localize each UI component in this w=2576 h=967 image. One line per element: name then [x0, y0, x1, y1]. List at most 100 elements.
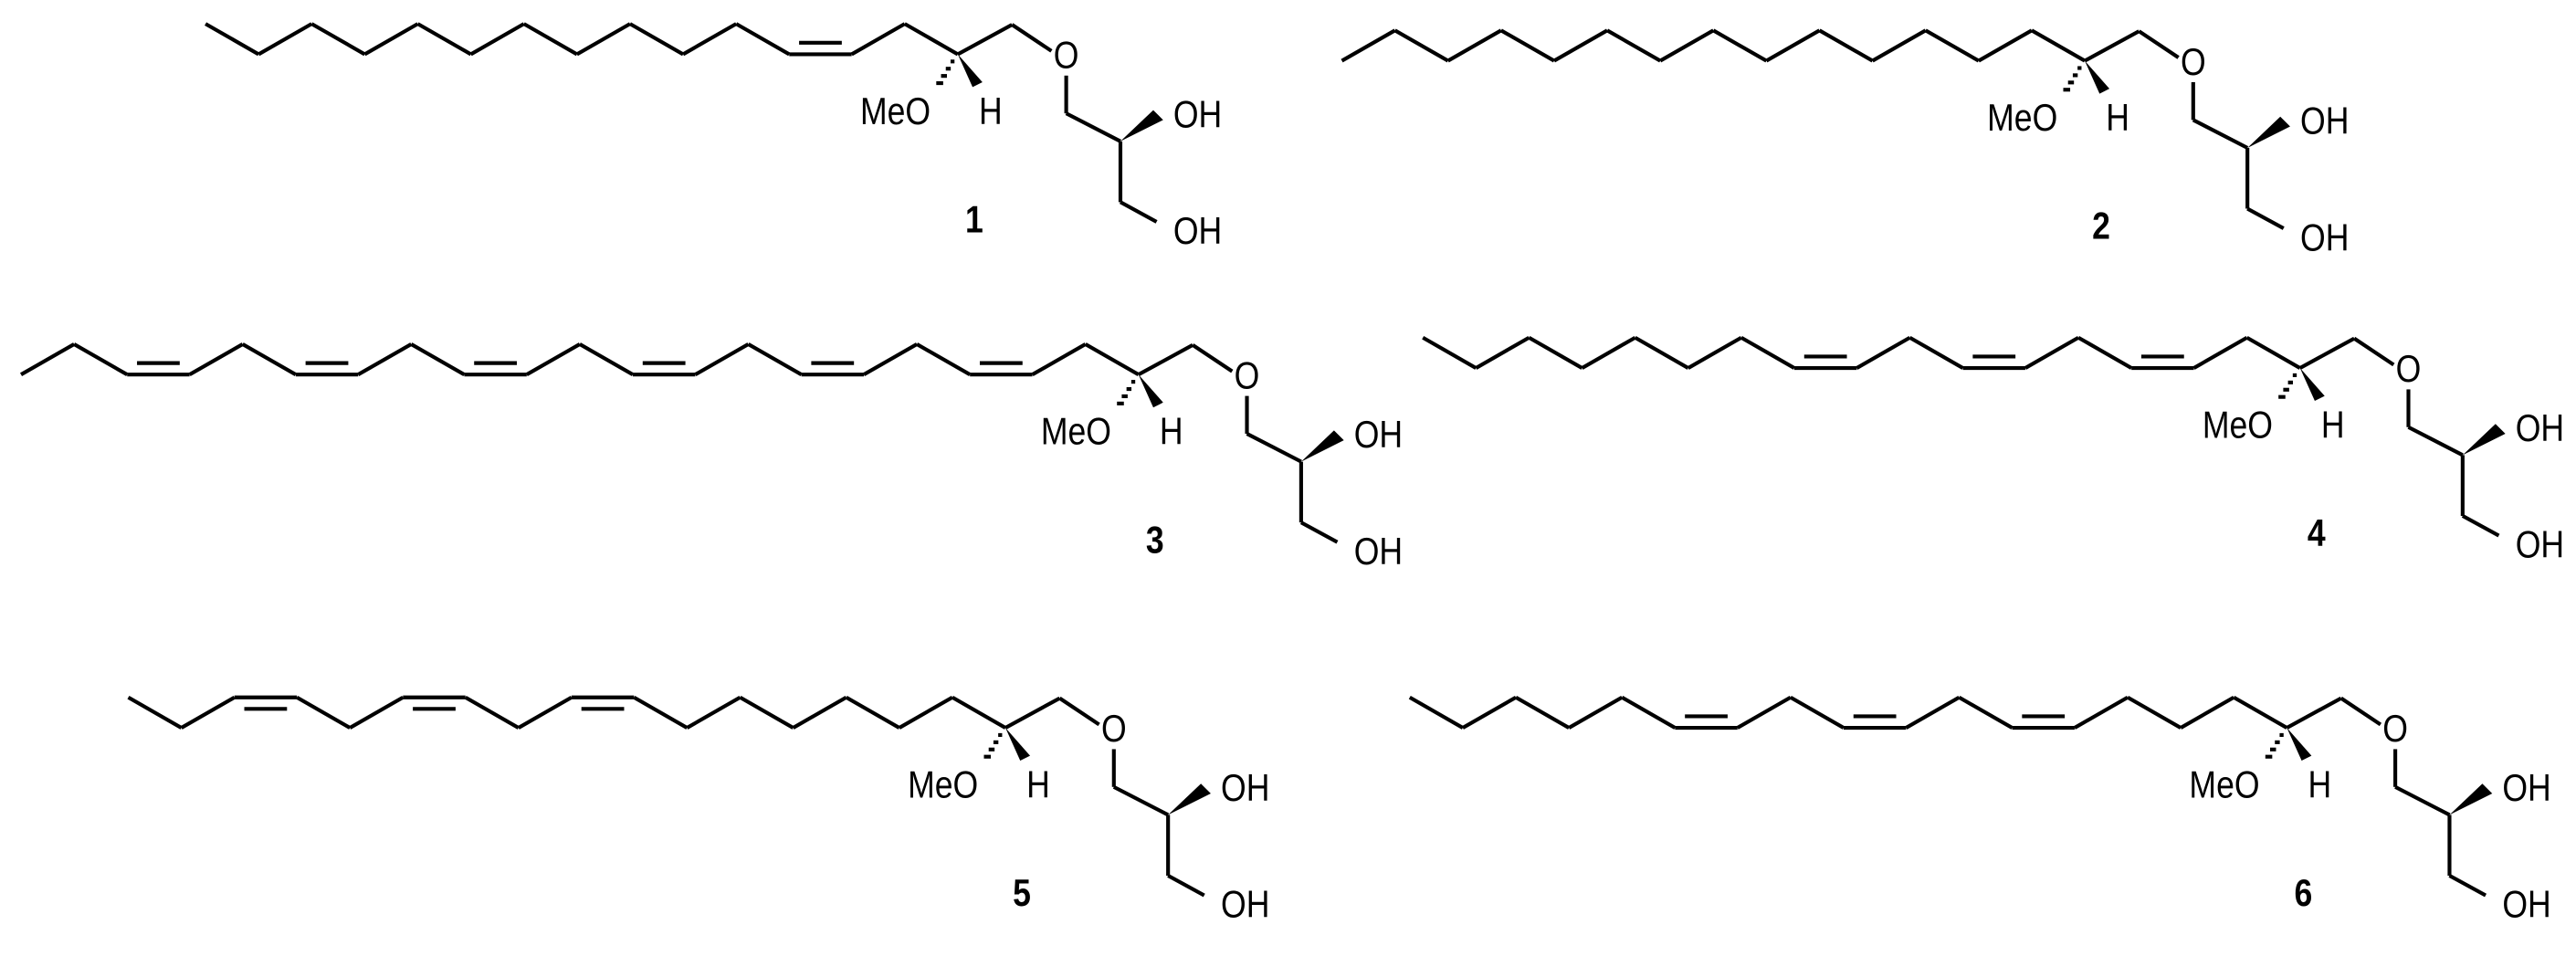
single-bond — [1084, 342, 1140, 377]
single-bond — [903, 22, 959, 57]
single-bond — [1499, 28, 1555, 63]
single-bond — [1871, 28, 1927, 63]
single-bond — [363, 22, 419, 57]
compound-number: 1 — [965, 199, 983, 241]
wedge-bond — [1300, 430, 1344, 462]
single-bond — [1977, 28, 2033, 63]
single-bond — [73, 342, 129, 377]
single-bond — [464, 695, 520, 730]
single-bond — [1031, 342, 1087, 377]
single-bond — [2138, 29, 2180, 59]
single-bond — [296, 695, 352, 730]
single-bond — [2180, 695, 2235, 730]
wedge-bond — [2085, 60, 2110, 94]
hydroxyl-label: OH — [1221, 884, 1269, 926]
single-bond — [410, 342, 466, 377]
methoxy-label: MeO — [908, 764, 978, 806]
single-bond — [1581, 335, 1636, 370]
wedge-bond — [2449, 783, 2493, 815]
wedge-bond — [2299, 368, 2325, 402]
single-bond — [2077, 335, 2133, 370]
single-bond — [1120, 200, 1158, 224]
single-bond — [951, 695, 1007, 730]
single-bond — [2245, 335, 2301, 370]
single-bond — [747, 342, 803, 377]
compound-number: 4 — [2308, 513, 2326, 555]
hydrogen-label: H — [2308, 764, 2331, 806]
single-bond — [20, 342, 76, 377]
single-bond — [2024, 335, 2080, 370]
single-bond — [1515, 695, 1571, 730]
single-bond — [241, 342, 297, 377]
methoxy-label: MeO — [1041, 411, 1111, 453]
wedge-bond — [2287, 728, 2312, 762]
single-bond — [2461, 514, 2500, 538]
methoxy-label: MeO — [2203, 405, 2273, 447]
single-bond — [735, 22, 791, 57]
single-bond — [2192, 118, 2249, 150]
single-bond — [2352, 336, 2395, 367]
single-bond — [1341, 28, 1396, 63]
single-bond — [1765, 28, 1821, 63]
single-bond — [1112, 784, 1170, 817]
hydroxyl-label: OH — [2502, 884, 2550, 926]
hydrogen-label: H — [2321, 405, 2345, 447]
single-bond — [2448, 874, 2487, 898]
single-bond — [517, 695, 573, 730]
single-bond — [522, 22, 578, 57]
ether-oxygen-label: O — [1054, 35, 1079, 77]
single-bond — [2298, 336, 2356, 370]
single-bond — [1422, 335, 1477, 370]
single-bond — [188, 342, 244, 377]
single-bond — [1167, 874, 1205, 898]
single-bond — [686, 695, 741, 730]
hydrogen-label: H — [1160, 411, 1183, 453]
ether-oxygen-label: O — [2396, 349, 2422, 391]
single-bond — [862, 342, 919, 377]
single-bond — [1192, 343, 1234, 373]
single-bond — [416, 22, 472, 57]
ether-oxygen-label: O — [2181, 41, 2206, 83]
methoxy-label: MeO — [860, 90, 931, 132]
single-bond — [1552, 28, 1609, 63]
hydroxyl-label: OH — [1221, 768, 1269, 810]
single-bond — [469, 22, 525, 57]
wedge-bond — [957, 54, 983, 88]
wedge-bond — [2247, 116, 2290, 148]
single-bond — [2233, 695, 2288, 730]
single-bond — [2030, 28, 2087, 63]
single-bond — [127, 695, 183, 730]
single-bond — [1687, 335, 1742, 370]
single-bond — [1789, 695, 1845, 730]
compound-number: 3 — [1146, 520, 1164, 562]
single-bond — [1924, 28, 1980, 63]
single-bond — [578, 342, 635, 377]
hydrogen-label: H — [979, 90, 1003, 132]
single-bond — [575, 22, 631, 57]
ether-oxygen-label: O — [1101, 709, 1127, 751]
hydroxyl-label: OH — [2502, 768, 2550, 810]
single-bond — [2339, 696, 2382, 727]
single-bond — [1528, 335, 1583, 370]
single-bond — [1634, 335, 1689, 370]
single-bond — [2073, 695, 2129, 730]
single-bond — [1004, 696, 1061, 730]
hydroxyl-label: OH — [1354, 531, 1403, 573]
hydroxyl-label: OH — [2300, 217, 2349, 259]
single-bond — [2286, 696, 2342, 730]
wedge-bond — [1168, 783, 1211, 815]
single-bond — [357, 342, 413, 377]
compound-number: 2 — [2092, 205, 2110, 247]
single-bond — [1299, 520, 1339, 544]
single-bond — [525, 342, 581, 377]
single-bond — [633, 695, 689, 730]
single-bond — [850, 22, 906, 57]
single-bond — [916, 342, 972, 377]
single-bond — [1905, 695, 1961, 730]
hydrogen-label: H — [2106, 98, 2129, 140]
single-bond — [1393, 28, 1449, 63]
hydroxyl-label: OH — [1173, 211, 1222, 253]
